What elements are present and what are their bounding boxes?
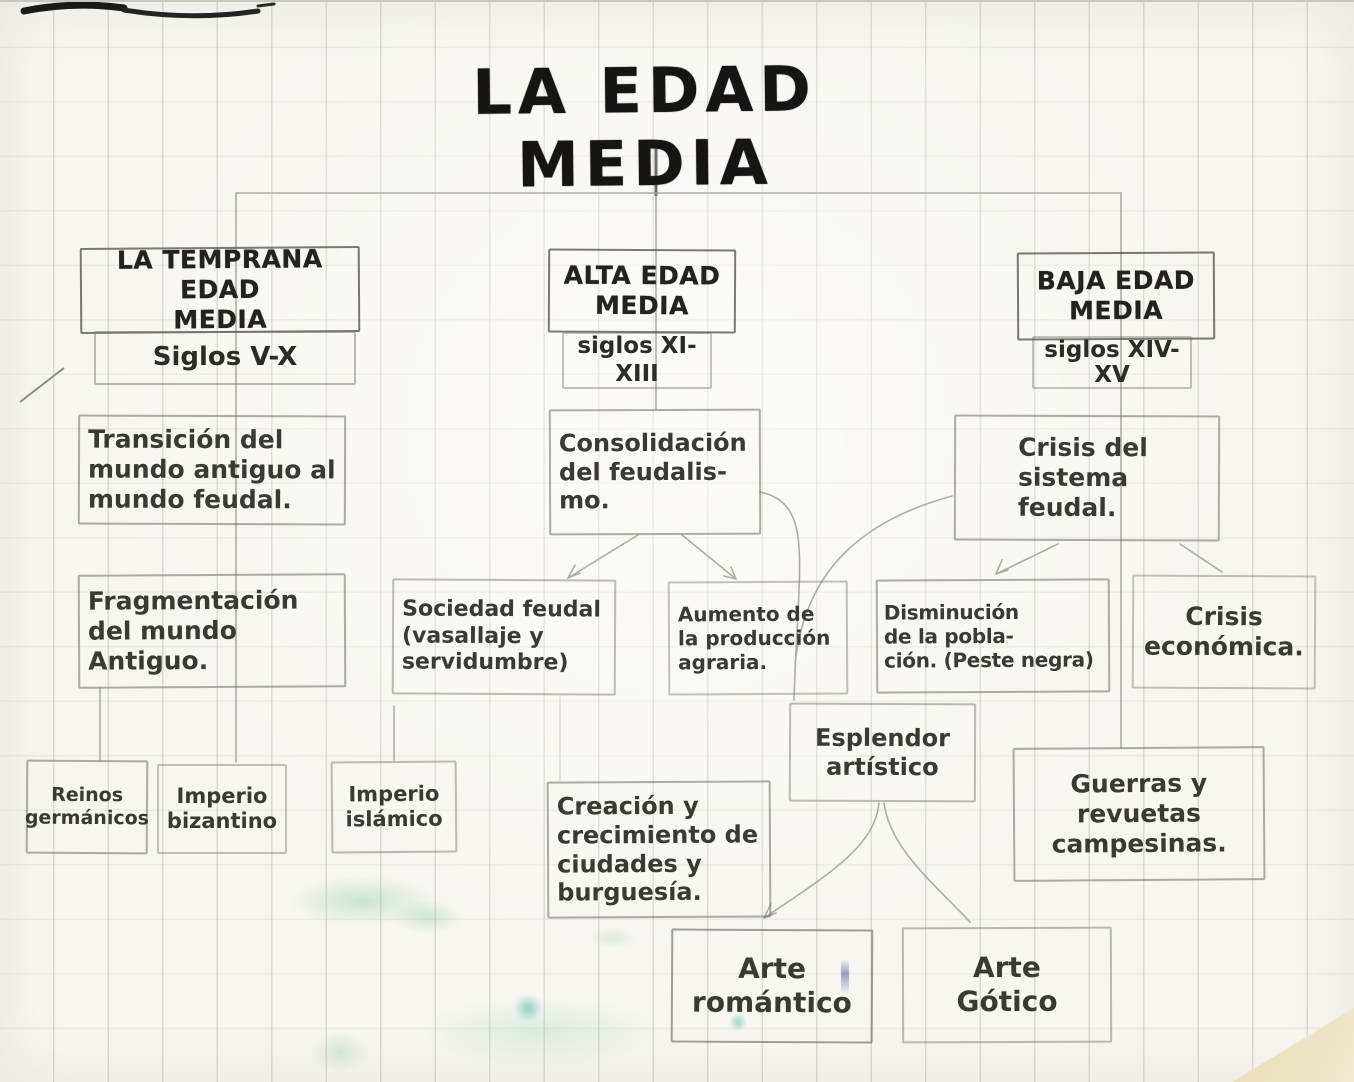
node-alta-siglos: siglos XI- XIII	[562, 332, 712, 389]
stray-pencil-stroke	[19, 367, 65, 403]
node-reinos-germanicos: Reinos germánicos	[25, 759, 149, 855]
node-baja-siglos: siglos XIV- XV	[1032, 336, 1192, 389]
diagram-title: LA EDAD MEDIA	[472, 52, 818, 202]
node-crisis-economica: Crisis económica.	[1131, 574, 1317, 690]
node-transicion: Transición del mundo antiguo al mundo fe…	[77, 414, 347, 526]
node-temprana-siglos: Siglos V-X	[94, 331, 356, 385]
node-guerras-revueltas: Guerras y revuetas campesinas.	[1012, 746, 1266, 882]
node-creacion-ciudades: Creación y crecimiento de ciudades y bur…	[546, 780, 772, 919]
node-aumento-produccion: Aumento de la producción agraria.	[667, 580, 849, 696]
node-consolidacion: Consolidación del feudalis- mo.	[548, 408, 762, 536]
node-imperio-bizantino: Imperio bizantino	[157, 764, 287, 854]
node-imperio-islamico: Imperio islámico	[330, 760, 458, 854]
node-esplendor-artistico: Esplendor artístico	[788, 702, 977, 803]
node-disminucion-poblacion: Disminución de la pobla- ción. (Peste ne…	[875, 578, 1111, 694]
node-alta-header: ALTA EDAD MEDIA	[547, 248, 737, 334]
node-temprana-header: LA TEMPRANA EDAD MEDIA	[79, 244, 361, 334]
node-crisis-sistema: Crisis del sistema feudal.	[953, 414, 1221, 542]
node-baja-header: BAJA EDAD MEDIA	[1016, 251, 1216, 341]
page-edge-marks	[20, 2, 276, 19]
node-arte-romanico: Arte romántico	[670, 928, 874, 1044]
node-fragmentacion: Fragmentación del mundo Antiguo.	[77, 573, 347, 689]
node-arte-gotico: Arte Gótico	[901, 926, 1113, 1044]
node-sociedad-feudal: Sociedad feudal (vasallaje y servidumbre…	[391, 578, 617, 696]
